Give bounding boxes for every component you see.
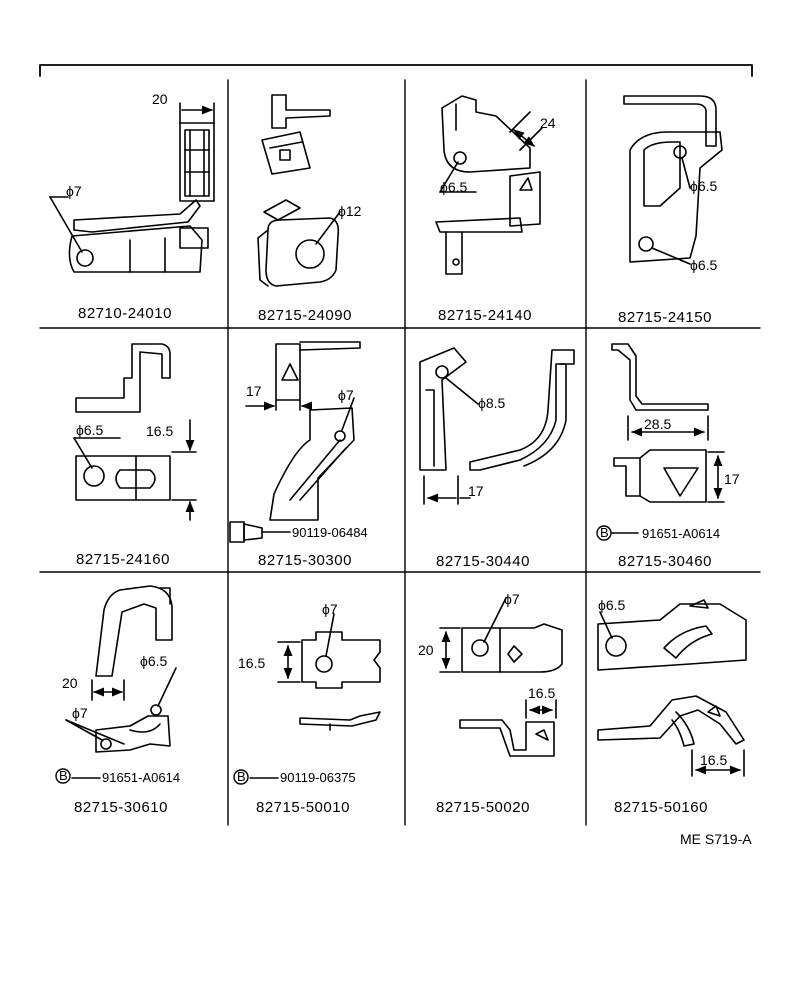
- dim-label: ϕ6.5: [440, 179, 468, 195]
- dim-label: ϕ6.5: [690, 257, 718, 273]
- dim-label: 17: [724, 471, 740, 487]
- hardware-marker-b: [55, 768, 71, 784]
- hardware-part-number: 91651-A0614: [102, 770, 180, 785]
- hardware-part-number: 90119-06484: [292, 525, 368, 540]
- hardware-marker-b: [596, 525, 612, 541]
- part-number: 82715-24160: [76, 551, 170, 568]
- hardware-part-number: 91651-A0614: [642, 526, 720, 541]
- dim-label: ϕ7: [338, 387, 354, 403]
- dim-label: 20: [418, 642, 434, 658]
- bracket-82715-30440: [419, 347, 575, 505]
- part-number: 82715-24150: [618, 309, 712, 326]
- dim-label: ϕ8.5: [478, 395, 506, 411]
- part-number: 82715-50020: [436, 799, 530, 816]
- bracket-82710-24010: [49, 102, 215, 273]
- dim-label: 16.5: [700, 752, 727, 768]
- bracket-82715-24140: [435, 95, 543, 275]
- dim-label: ϕ6.5: [140, 653, 168, 669]
- dim-label: ϕ7: [504, 591, 520, 607]
- part-number: 82715-24140: [438, 307, 532, 324]
- part-number: 82715-50010: [256, 799, 350, 816]
- bracket-82715-24150: [623, 95, 723, 265]
- hardware-part-number: 90119-06375: [280, 770, 356, 785]
- dim-label: 20: [152, 91, 168, 107]
- bracket-82715-30300: [229, 341, 361, 543]
- hardware-marker-b: [233, 769, 249, 785]
- dim-label: 28.5: [644, 416, 671, 432]
- bracket-82715-24090: [257, 94, 341, 287]
- bracket-82715-50010: [249, 613, 381, 779]
- dim-label: ϕ7: [66, 183, 82, 199]
- dim-label: ϕ12: [338, 203, 362, 219]
- grid-frame: [39, 64, 761, 826]
- dim-label: 24: [540, 115, 556, 131]
- dim-label: 16.5: [238, 655, 265, 671]
- bracket-82715-30460: [611, 343, 725, 534]
- part-number: 82715-30460: [618, 553, 712, 570]
- dim-label: 16.5: [146, 423, 173, 439]
- bracket-82715-24160: [73, 343, 197, 521]
- part-number: 82715-30300: [258, 552, 352, 569]
- part-number: 82715-30440: [436, 553, 530, 570]
- part-number: 82715-30610: [74, 799, 168, 816]
- hardware-marker-letter: B: [600, 525, 609, 540]
- part-number: 82715-24090: [258, 307, 352, 324]
- bracket-82715-30610: [65, 585, 177, 779]
- dim-label: ϕ6.5: [690, 178, 718, 194]
- part-number: 82715-50160: [614, 799, 708, 816]
- part-number: 82710-24010: [78, 305, 172, 322]
- bracket-82715-50160: [597, 599, 747, 777]
- hardware-marker-letter: B: [59, 768, 68, 783]
- dim-label: 16.5: [528, 685, 555, 701]
- drawing-code: ME S719-A: [680, 831, 752, 847]
- dim-label: ϕ6.5: [598, 597, 626, 613]
- dim-label: 17: [468, 483, 484, 499]
- bracket-82715-50020: [439, 597, 563, 757]
- hardware-marker-letter: B: [237, 769, 246, 784]
- dim-label: ϕ7: [322, 601, 338, 617]
- dim-label: 17: [246, 383, 262, 399]
- dim-label: ϕ7: [72, 705, 88, 721]
- dim-label: 20: [62, 675, 78, 691]
- dim-label: ϕ6.5: [76, 422, 104, 438]
